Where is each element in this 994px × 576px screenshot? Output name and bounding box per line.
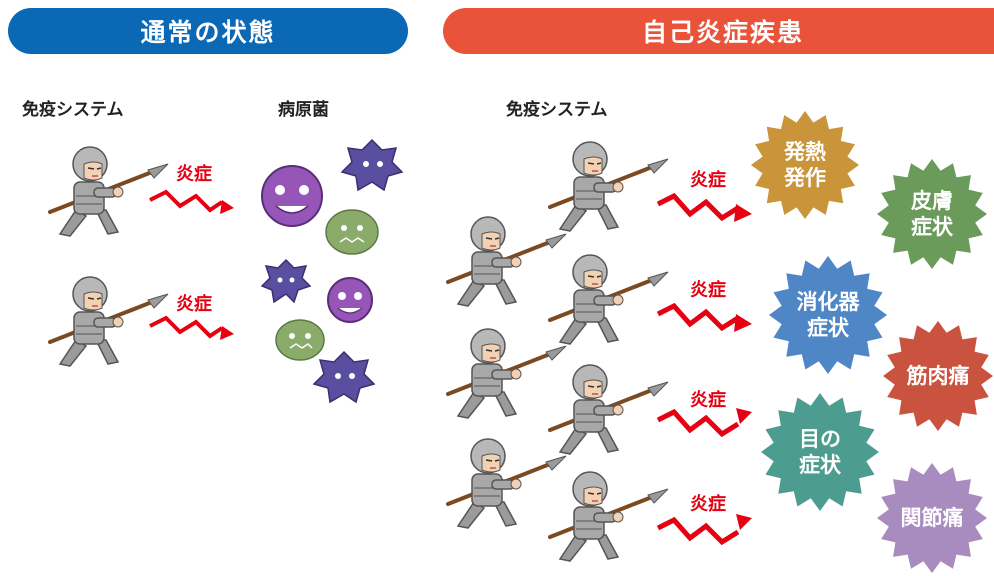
burst-shape [877,159,987,269]
burst-shape [877,463,987,573]
right-soldier-back-2 [446,327,568,420]
symptom-burst-skin: 皮膚症状 [876,158,988,270]
symptom-text: 筋肉痛 [882,320,994,432]
symptom-text-line: 目の [799,426,841,451]
right-inflammation-label-2: 炎症 [690,280,726,301]
burst-polygon [761,393,879,511]
autoinflammatory-header: 自己炎症疾患 [443,8,994,54]
germ-green-2 [275,319,325,361]
germ-violet-spiky-3 [312,350,376,404]
burst-polygon [751,111,859,219]
normal-state-header: 通常の状態 [8,8,408,54]
symptom-burst-joint: 関節痛 [876,462,988,574]
germ-violet-spiky-2 [260,258,312,304]
burst-polygon [769,256,887,374]
symptom-burst-digestive: 消化器症状 [768,255,888,375]
symptom-text-line: 皮膚 [911,188,953,213]
left-soldier-1 [48,145,170,238]
symptom-text-line: 発熱 [784,139,826,164]
left-immune-label: 免疫システム [22,100,124,120]
symptom-burst-fever: 発熱発作 [750,110,860,220]
autoinflammatory-title: 自己炎症疾患 [641,18,804,47]
burst-polygon [877,159,987,269]
right-immune-label: 免疫システム [506,100,608,120]
symptom-text: 関節痛 [876,462,988,574]
symptom-text-line: 症状 [799,453,841,477]
normal-state-title: 通常の状態 [140,18,276,47]
right-soldier-front-4 [548,470,670,563]
symptom-text-line: 発作 [784,166,826,190]
symptom-burst-muscle: 筋肉痛 [882,320,994,432]
left-inflammation-label-1: 炎症 [176,164,212,185]
germ-violet-spiky-1 [340,138,404,192]
right-inflammation-label-4: 炎症 [690,494,726,515]
symptom-text: 消化器症状 [768,255,888,375]
symptom-text-line: 症状 [911,215,953,239]
burst-polygon [883,321,993,431]
germ-purple-large [261,165,323,227]
symptom-burst-eye: 目の症状 [760,392,880,512]
pathogen-label: 病原菌 [278,100,329,120]
symptom-text-line: 消化器 [796,289,860,314]
germ-green-1 [325,209,379,255]
right-inflammation-arrow-3 [658,408,752,434]
left-soldier-2 [48,275,170,368]
right-inflammation-label-1: 炎症 [690,170,726,191]
right-inflammation-arrow-1 [658,196,752,222]
right-inflammation-label-3: 炎症 [690,390,726,411]
burst-shape [769,256,887,374]
left-inflammation-label-2: 炎症 [176,294,212,315]
right-inflammation-arrow-2 [658,306,752,332]
right-soldier-front-2 [548,253,670,346]
right-soldier-front-3 [548,363,670,456]
left-inflammation-arrow-1 [148,190,234,214]
left-inflammation-arrow-2 [148,316,234,340]
germ-purple-small [327,277,373,323]
burst-shape [761,393,879,511]
symptom-text: 皮膚症状 [876,158,988,270]
symptom-text: 目の症状 [760,392,880,512]
right-soldier-back-1 [446,215,568,308]
symptom-text-line: 筋肉痛 [906,363,970,388]
burst-polygon [877,463,987,573]
symptom-text-line: 関節痛 [900,505,964,530]
right-soldier-back-3 [446,437,568,530]
burst-shape [751,111,859,219]
symptom-text: 発熱発作 [750,110,860,220]
right-inflammation-arrow-4 [658,514,752,542]
burst-shape [883,321,993,431]
right-soldier-front-1 [548,140,670,233]
symptom-text-line: 症状 [807,316,849,340]
